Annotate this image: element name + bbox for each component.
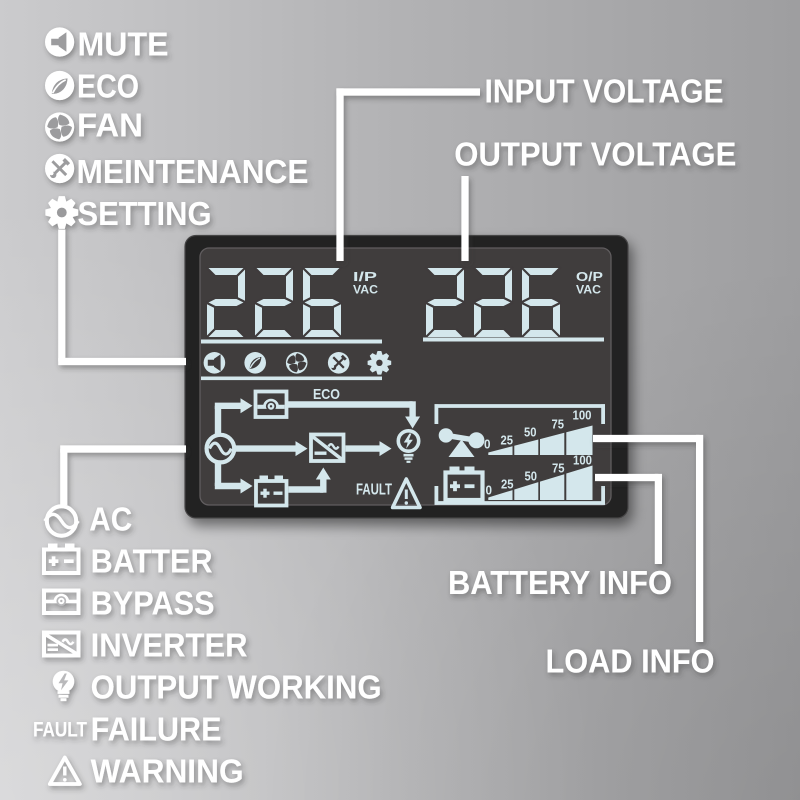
- svg-text:VAC: VAC: [576, 283, 601, 297]
- svg-text:BYPASS: BYPASS: [91, 585, 215, 622]
- svg-text:FAN: FAN: [77, 107, 143, 144]
- svg-text:LOAD INFO: LOAD INFO: [546, 643, 715, 680]
- svg-text:100: 100: [573, 454, 592, 468]
- svg-text:ECO: ECO: [77, 68, 139, 105]
- svg-text:25: 25: [501, 434, 514, 448]
- svg-text:AC: AC: [89, 501, 132, 538]
- svg-text:50: 50: [524, 426, 537, 440]
- svg-text:SETTING: SETTING: [78, 195, 212, 232]
- svg-text:FAILURE: FAILURE: [91, 711, 222, 748]
- svg-text:O/P: O/P: [576, 269, 603, 284]
- svg-text:MEINTENANCE: MEINTENANCE: [77, 153, 309, 190]
- svg-text:WARNING: WARNING: [91, 753, 244, 790]
- svg-text:INVERTER: INVERTER: [91, 627, 248, 664]
- svg-text:25: 25: [501, 478, 514, 492]
- svg-text:I/P: I/P: [353, 269, 377, 284]
- svg-text:INPUT VOLTAGE: INPUT VOLTAGE: [485, 73, 724, 110]
- svg-text:VAC: VAC: [353, 283, 378, 297]
- svg-text:BATTER: BATTER: [91, 543, 213, 580]
- svg-text:BATTERY INFO: BATTERY INFO: [448, 564, 672, 601]
- svg-text:0: 0: [486, 484, 493, 498]
- svg-text:OUTPUT WORKING: OUTPUT WORKING: [91, 669, 382, 706]
- svg-text:OUTPUT VOLTAGE: OUTPUT VOLTAGE: [454, 136, 736, 173]
- svg-text:0: 0: [484, 438, 491, 452]
- svg-text:FAULT: FAULT: [356, 482, 392, 499]
- svg-text:MUTE: MUTE: [78, 26, 169, 63]
- svg-text:ECO: ECO: [313, 386, 340, 403]
- svg-text:75: 75: [552, 462, 565, 476]
- svg-text:75: 75: [552, 418, 565, 432]
- svg-text:50: 50: [525, 470, 538, 484]
- svg-text:100: 100: [573, 409, 592, 423]
- svg-text:FAULT: FAULT: [33, 719, 87, 742]
